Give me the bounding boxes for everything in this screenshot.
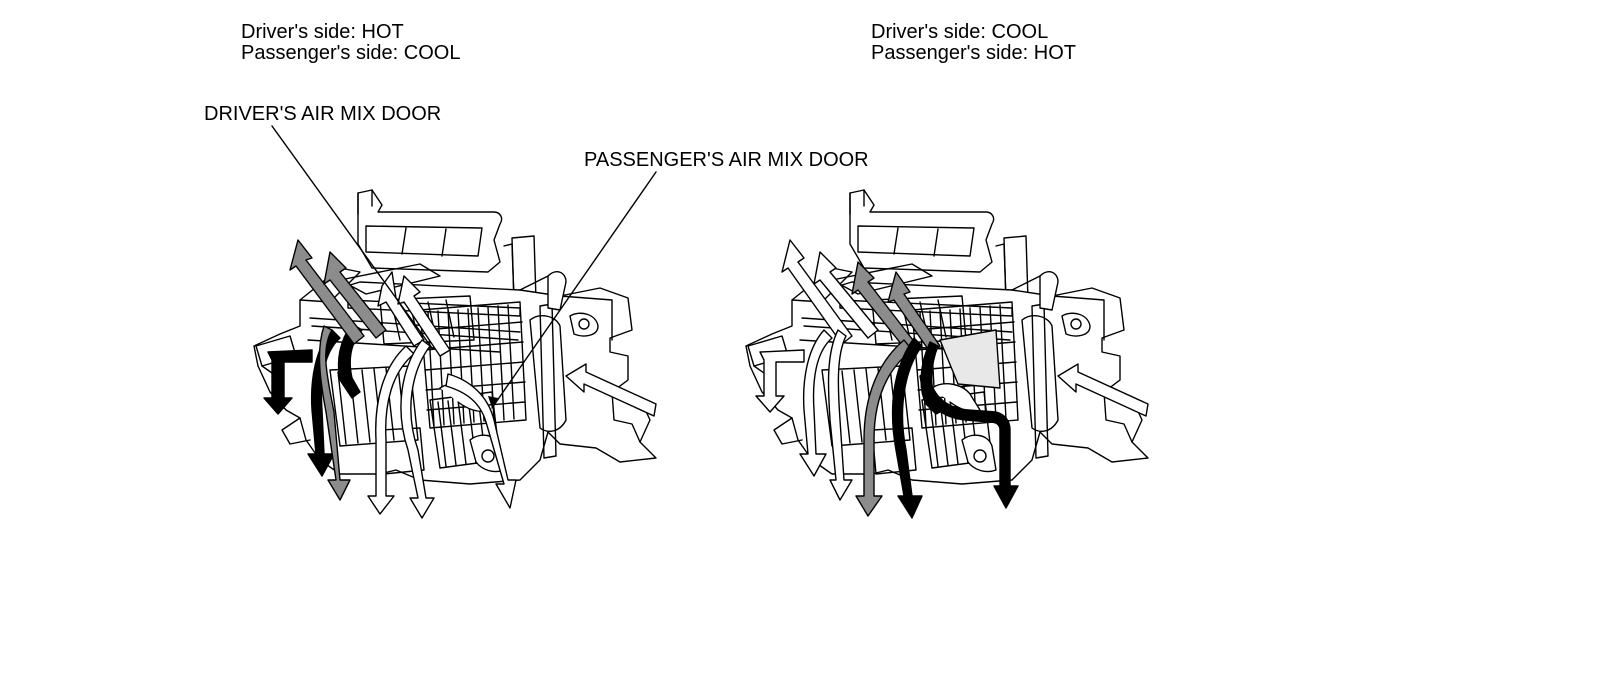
passenger-air-mix-door-callout: PASSENGER'S AIR MIX DOOR bbox=[584, 149, 869, 171]
right-cool-arrow-5 bbox=[827, 329, 853, 501]
left-mode-driver-label: Driver's side: HOT bbox=[241, 21, 404, 43]
right-mode-driver-label: Driver's side: COOL bbox=[871, 21, 1049, 43]
right-mixed-arrow-3 bbox=[855, 339, 913, 517]
left-mixed-arrow-1 bbox=[289, 239, 365, 345]
right-hot-arrow-3 bbox=[920, 341, 945, 415]
right-hot-arrow-1 bbox=[891, 337, 923, 519]
left-hot-arrow-1 bbox=[263, 349, 313, 415]
right-cool-arrow-2 bbox=[813, 251, 879, 339]
right-cool-arrow-3 bbox=[755, 349, 805, 413]
left-mode-passenger-label: Passenger's side: COOL bbox=[241, 42, 461, 64]
right-passenger-air-mix-door bbox=[939, 329, 1001, 389]
passenger-door-leader-line bbox=[491, 171, 657, 409]
right-mode-passenger-label: Passenger's side: HOT bbox=[871, 42, 1077, 64]
left-mixed-arrow-3 bbox=[318, 325, 351, 501]
driver-door-leader-line bbox=[271, 125, 433, 349]
left-cool-arrow-5 bbox=[445, 373, 517, 509]
left-mixed-arrow-2 bbox=[323, 251, 387, 339]
right-cool-arrow-1 bbox=[781, 239, 853, 345]
right-inlet-arrow bbox=[1057, 363, 1149, 417]
left-cool-arrow-4 bbox=[400, 339, 435, 519]
left-cool-arrow-2 bbox=[397, 275, 451, 357]
right-hot-arrow-2 bbox=[919, 371, 1019, 509]
driver-air-mix-door-callout: DRIVER'S AIR MIX DOOR bbox=[204, 103, 442, 125]
right-cool-arrow-4 bbox=[799, 329, 833, 477]
left-hot-arrow-3 bbox=[337, 323, 363, 399]
left-cool-arrow-3 bbox=[367, 345, 415, 515]
left-inlet-arrow bbox=[565, 363, 657, 417]
